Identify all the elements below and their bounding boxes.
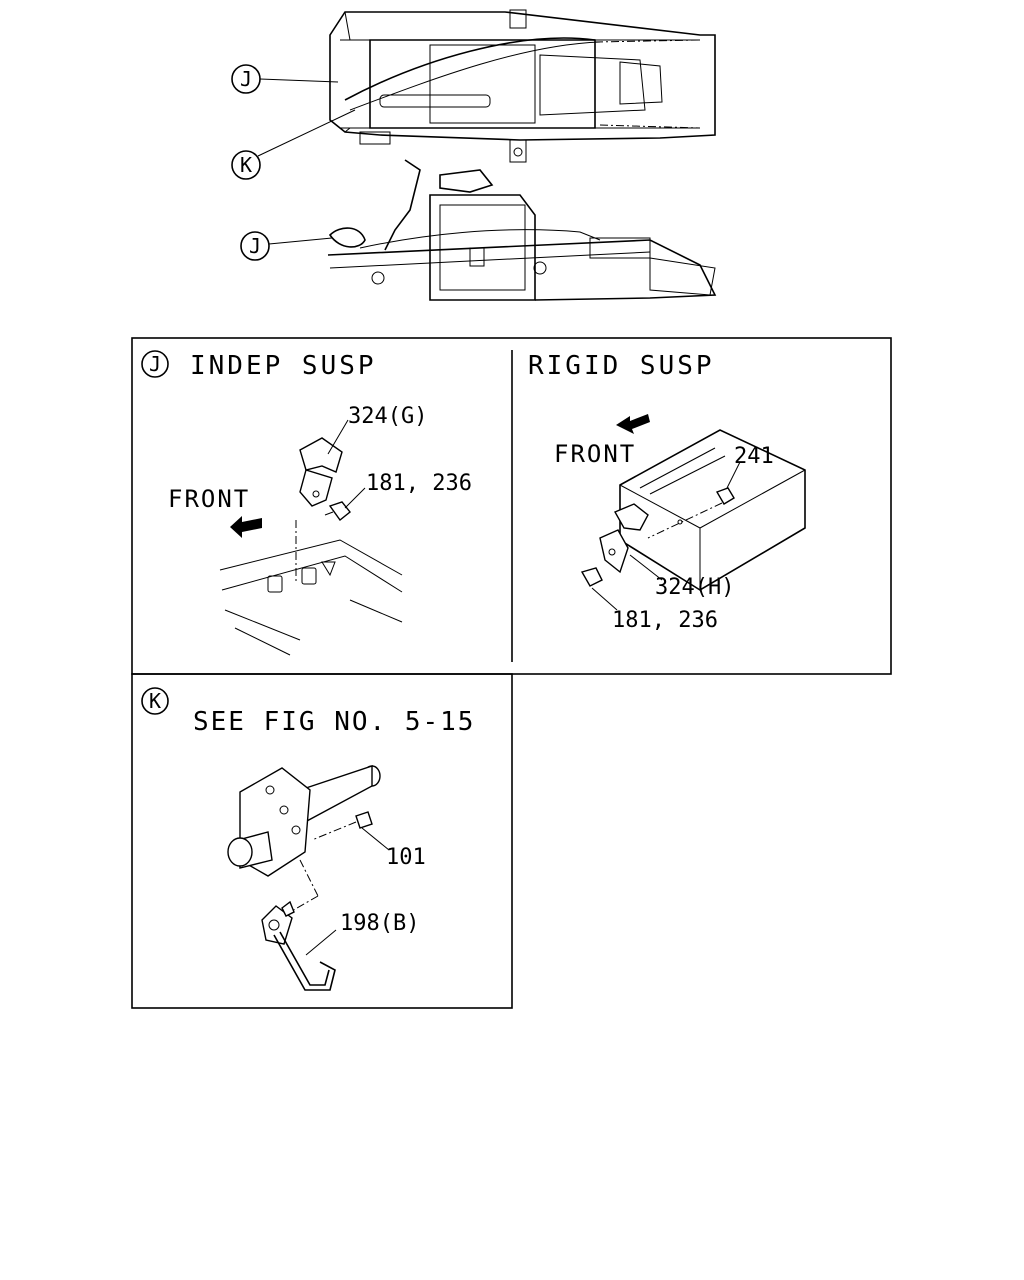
svg-text:J: J — [149, 352, 161, 376]
indep-front-label: FRONT — [168, 485, 250, 513]
indep-susp-title: INDEP SUSP — [190, 351, 377, 381]
nut-101-icon — [311, 811, 373, 841]
see-fig-title: SEE FIG NO. 5-15 — [193, 707, 475, 737]
leader-198b — [305, 929, 337, 956]
part-bolt-indep-label: 181, 236 — [366, 471, 472, 496]
front-arrow-indep-icon — [230, 516, 262, 538]
svg-text:K: K — [149, 689, 161, 713]
front-arrow-rigid-icon — [616, 414, 650, 434]
rigid-susp-title: RIGID SUSP — [528, 351, 715, 381]
overview-callout-k: K — [231, 109, 356, 180]
part-324h-label: 324(H) — [655, 575, 734, 600]
nut-241-icon — [647, 487, 735, 539]
svg-text:J: J — [249, 234, 261, 258]
part-bolt-rigid-label: 181, 236 — [612, 608, 718, 633]
svg-text:J: J — [240, 67, 252, 91]
indep-frame-drawing — [219, 520, 403, 656]
bolt-indep-icon — [324, 501, 351, 522]
overview-callout-j-top: J — [231, 64, 339, 94]
panel-k-badge: K — [141, 687, 169, 715]
part-198b-label: 198(B) — [340, 911, 419, 936]
bracket-324g-icon — [299, 437, 343, 507]
leader-324g — [327, 419, 349, 455]
panel-k-frame — [131, 673, 513, 1009]
leader-101 — [361, 827, 390, 851]
part-324g-label: 324(G) — [348, 404, 427, 429]
leader-324h — [629, 554, 663, 581]
svg-text:K: K — [240, 153, 252, 177]
vehicle-top-view — [329, 9, 716, 163]
clip-198b-icon — [261, 900, 336, 991]
bracket-324h-icon — [599, 503, 649, 574]
bolt-rigid-icon — [580, 567, 603, 587]
leader-241 — [726, 461, 741, 489]
rigid-front-label: FRONT — [554, 440, 636, 468]
vehicle-side-view — [327, 159, 717, 301]
leader-bolt-rigid — [591, 587, 618, 611]
panel-j-badge: J — [141, 350, 169, 378]
rigid-frame-drawing — [619, 429, 806, 591]
part-101-label: 101 — [386, 845, 426, 870]
part-241-label: 241 — [734, 444, 774, 469]
overview-callout-j-bottom: J — [240, 231, 333, 261]
leader-bolt-indep — [344, 487, 366, 509]
steering-column-drawing — [227, 765, 381, 913]
